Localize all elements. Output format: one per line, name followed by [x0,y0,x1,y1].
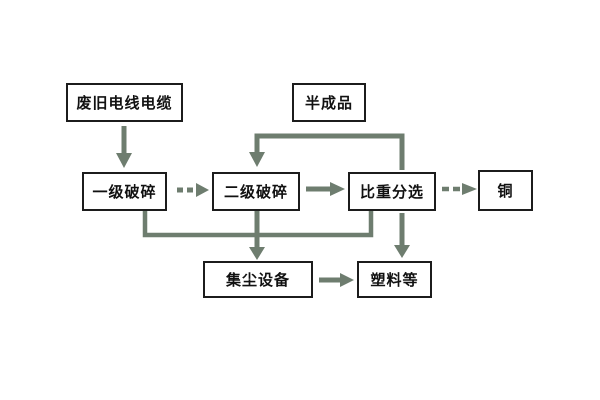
arrow-waste-to-primary [116,126,132,168]
arrow-primary-to-secondary [177,183,209,197]
node-copper-label: 铜 [497,183,514,200]
arrow-dust-to-plastics [319,273,354,287]
node-waste-cable-label: 废旧电线电缆 [76,95,173,112]
arrow-gravity-to-copper [442,183,477,195]
node-gravity-separation-label: 比重分选 [359,184,424,201]
node-secondary-crushing: 二级破碎 [212,172,300,211]
node-secondary-crushing-label: 二级破碎 [223,184,288,201]
node-semi-finished: 半成品 [292,83,366,122]
arrow-gravity-feedback-to-secondary [249,133,405,170]
node-dust-collection-equipment: 集尘设备 [203,261,313,298]
node-waste-cable: 废旧电线电缆 [66,83,183,122]
node-semi-finished-label: 半成品 [304,95,353,112]
arrow-secondary-to-dust [249,211,265,260]
node-gravity-separation: 比重分选 [348,172,436,211]
node-dust-collection-equipment-label: 集尘设备 [225,272,290,289]
node-plastics-etc: 塑料等 [357,261,432,298]
node-plastics-etc-label: 塑料等 [370,272,419,289]
node-copper: 铜 [478,170,533,211]
node-primary-crushing-label: 一级破碎 [92,184,157,201]
node-primary-crushing: 一级破碎 [82,172,167,211]
arrow-gravity-to-plastics [394,213,410,258]
arrow-secondary-to-gravity [306,182,345,196]
